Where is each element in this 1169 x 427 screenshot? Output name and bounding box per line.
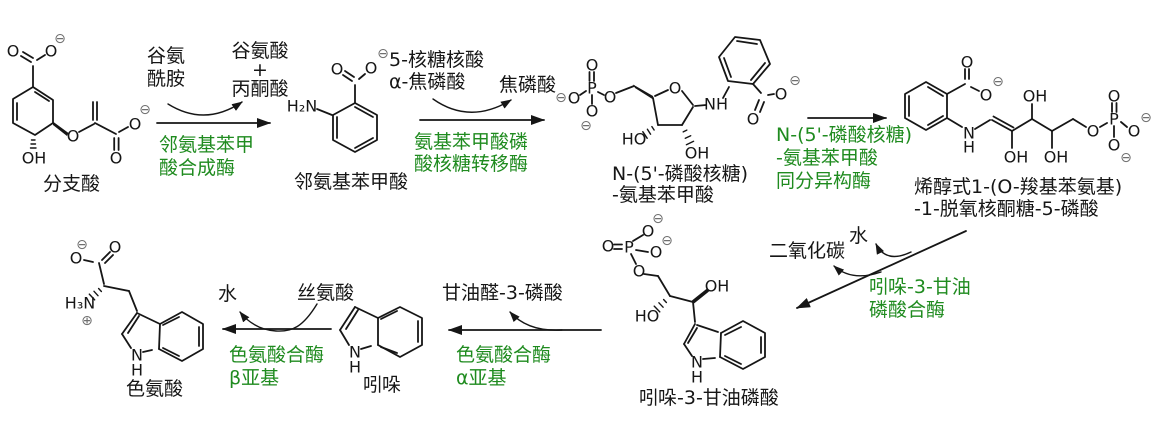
atom-o: O	[602, 237, 615, 256]
enzyme-2-label: 氨基苯甲酸磷 酸核糖转移酶	[414, 131, 529, 175]
reaction-1-products-out: 谷氨酸 + 丙酮酸	[231, 40, 289, 100]
atom-oh: OH	[705, 277, 730, 296]
atom-o: O	[70, 249, 83, 268]
chorismate-label: 分支酸	[43, 173, 101, 195]
atom-o: O	[669, 79, 682, 98]
enzyme-1-label: 邻氨基苯甲 酸合成酶	[159, 134, 255, 179]
atom-o: O	[1128, 122, 1141, 141]
charge-minus: ⊖	[54, 31, 66, 47]
enzyme-4-label: 吲哚-3-甘油 磷酸合酶	[869, 276, 971, 321]
reaction-4-water-out: 水	[849, 225, 869, 247]
charge-minus: ⊖	[580, 118, 592, 134]
atom-h2n: H₂N	[287, 97, 317, 116]
tryptophan-structure: ⊖ O O H₃N ⊕ N H	[65, 237, 204, 380]
atom-o: O	[650, 243, 663, 262]
atom-o: O	[109, 238, 122, 257]
atom-o: O	[365, 59, 378, 78]
charge-minus: ⊖	[139, 102, 151, 118]
atom-o: O	[775, 85, 788, 104]
charge-minus: ⊖	[992, 74, 1004, 90]
anthranilate-label: 邻氨基苯甲酸	[294, 171, 409, 193]
atom-o: O	[961, 53, 974, 72]
atom-o: O	[586, 56, 599, 75]
atom-n: N	[963, 124, 975, 143]
atom-o: O	[7, 42, 20, 61]
charge-plus: ⊕	[81, 313, 93, 329]
reaction-5-arrow	[448, 311, 602, 335]
reaction-1-arrow	[156, 101, 271, 128]
reaction-2-product-out: 焦磷酸	[499, 74, 557, 96]
charge-minus: ⊖	[555, 90, 567, 106]
reaction-6-arrow	[222, 303, 332, 334]
reaction-1-substrate-in: 谷氨 酰胺	[147, 45, 186, 90]
charge-minus: ⊖	[652, 211, 664, 227]
atom-n: N	[131, 346, 143, 365]
atom-n: N	[349, 343, 361, 362]
atom-o: O	[568, 89, 581, 108]
atom-o: O	[67, 127, 80, 146]
indole-label: 吲哚	[363, 374, 402, 396]
charge-minus: ⊖	[661, 233, 673, 249]
atom-o: O	[642, 222, 655, 241]
reaction-4-co2-out: 二氧化碳	[769, 240, 846, 262]
atom-o: O	[1087, 122, 1100, 141]
pra-label: N-(5'-磷酸核糖) -氨基苯甲酸	[612, 163, 749, 206]
reaction-4-arrow	[796, 230, 967, 309]
anthranilate-structure: O O ⊖ H₂N	[287, 46, 389, 153]
igp-label: 吲哚-3-甘油磷酸	[639, 387, 779, 409]
indole-structure: N H	[339, 306, 423, 377]
enol-cdrp-structure: O O ⊖ N H OH OH OH O P O O ⊖ O ⊖	[904, 53, 1152, 167]
igp-structure: O P O ⊖ O ⊖ O HO OH N H	[602, 211, 766, 387]
enzyme-5-label: 色氨酸合酶 α亚基	[456, 344, 552, 389]
atom-oh: OH	[22, 149, 47, 168]
phosphoribosyl-anthranilate-structure: ⊖ O P O O ⊖ O O NH HO OH O O ⊖	[555, 36, 801, 163]
atom-o: O	[110, 149, 123, 168]
atom-o: O	[129, 115, 142, 134]
charge-minus: ⊖	[789, 73, 801, 89]
atom-h: H	[131, 361, 143, 380]
atom-oh: OH	[1004, 148, 1029, 167]
atom-p: P	[587, 79, 597, 98]
atom-ho: HO	[622, 130, 647, 149]
atom-h3n: H₃N	[65, 294, 95, 313]
reaction-2-arrow	[419, 98, 545, 125]
reaction-2-substrate-in: 5-核糖核酸 α-焦磷酸	[389, 49, 484, 93]
reaction-6-water-out: 水	[218, 283, 238, 305]
charge-minus: ⊖	[1120, 150, 1132, 166]
atom-h: H	[963, 138, 975, 157]
cdrp-label: 烯醇式1-(O-羧基苯氨基) -1-脱氧核酮糖-5-磷酸	[914, 176, 1123, 220]
atom-o: O	[604, 88, 617, 107]
atom-n: N	[691, 353, 703, 372]
atom-oh: OH	[1044, 148, 1069, 167]
atom-p: P	[1109, 110, 1119, 129]
enzyme-3-label: N-(5'-磷酸核糖) -氨基苯甲酸 同分异构酶	[776, 124, 913, 192]
atom-ho: HO	[635, 307, 660, 326]
reaction-6-substrate-in: 丝氨酸	[297, 282, 355, 304]
chorismate-structure: O O ⊖ O O O ⊖ OH	[7, 31, 151, 168]
atom-o: O	[331, 60, 344, 79]
atom-oh: OH	[685, 144, 710, 163]
atom-h: H	[349, 358, 361, 377]
charge-minus: ⊖	[377, 46, 389, 62]
reaction-5-product-out: 甘油醛-3-磷酸	[442, 282, 563, 304]
charge-minus: ⊖	[1140, 110, 1152, 126]
atom-oh: OH	[1023, 87, 1048, 106]
atom-o: O	[1108, 136, 1121, 155]
charge-minus: ⊖	[76, 237, 88, 253]
atom-o: O	[586, 102, 599, 121]
atom-nh: NH	[704, 95, 728, 114]
atom-o: O	[45, 42, 58, 61]
atom-p: P	[624, 238, 634, 257]
enzyme-6-label: 色氨酸合酶 β亚基	[229, 344, 325, 389]
tryptophan-label: 色氨酸	[126, 378, 184, 400]
atom-o: O	[980, 86, 993, 105]
atom-o: O	[1108, 87, 1121, 106]
atom-o: O	[633, 262, 646, 281]
atom-o: O	[747, 110, 760, 129]
atom-h: H	[691, 368, 703, 387]
